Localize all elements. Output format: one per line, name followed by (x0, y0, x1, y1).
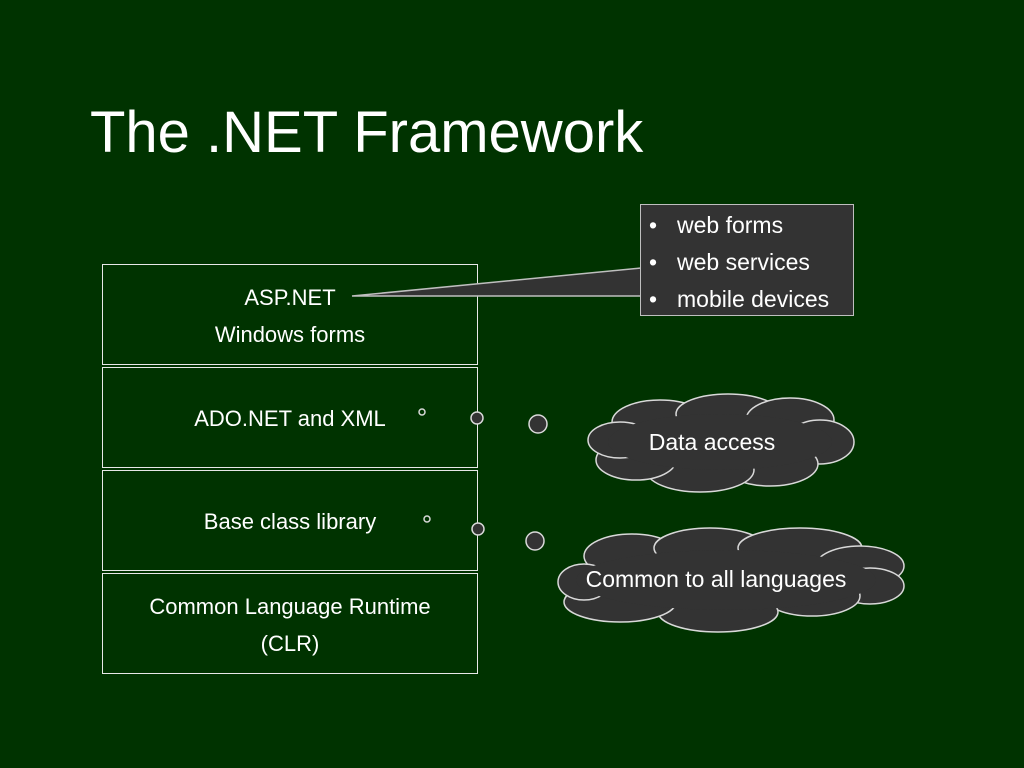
common-languages-label: Common to all languages (585, 566, 847, 592)
thought-dot-medium-2 (471, 522, 485, 536)
ado-net-label: ADO.NET and XML (194, 406, 386, 431)
thought-dot-large-1 (528, 414, 548, 434)
callout-item-web-services: web services (649, 248, 810, 276)
asp-net-label: ASP.NET (244, 285, 336, 310)
thought-dot-small-2 (423, 515, 431, 523)
thought-dot-large-2 (525, 531, 545, 551)
base-class-library-layer: Base class library (102, 470, 478, 571)
common-languages-cloud-fill (576, 550, 876, 610)
clr-layer: Common Language Runtime (CLR) (102, 573, 478, 674)
clr-abbrev-label: (CLR) (260, 631, 320, 656)
windows-forms-label: Windows forms (214, 322, 366, 347)
thought-dot-medium-1 (470, 411, 484, 425)
asp-net-callout: web forms web services mobile devices (640, 204, 854, 316)
ado-net-layer: ADO.NET and XML (102, 367, 478, 468)
data-access-cloud-fill (608, 414, 832, 470)
data-access-label: Data access (648, 429, 776, 455)
callout-item-mobile-devices: mobile devices (649, 285, 829, 313)
clr-label: Common Language Runtime (149, 594, 431, 619)
slide-title: The .NET Framework (90, 100, 644, 165)
callout-pointer (351, 267, 642, 297)
callout-item-web-forms: web forms (649, 211, 783, 239)
asp-net-layer: ASP.NET Windows forms (102, 264, 478, 365)
thought-dot-small-1 (418, 408, 426, 416)
base-class-library-label: Base class library (203, 509, 377, 534)
